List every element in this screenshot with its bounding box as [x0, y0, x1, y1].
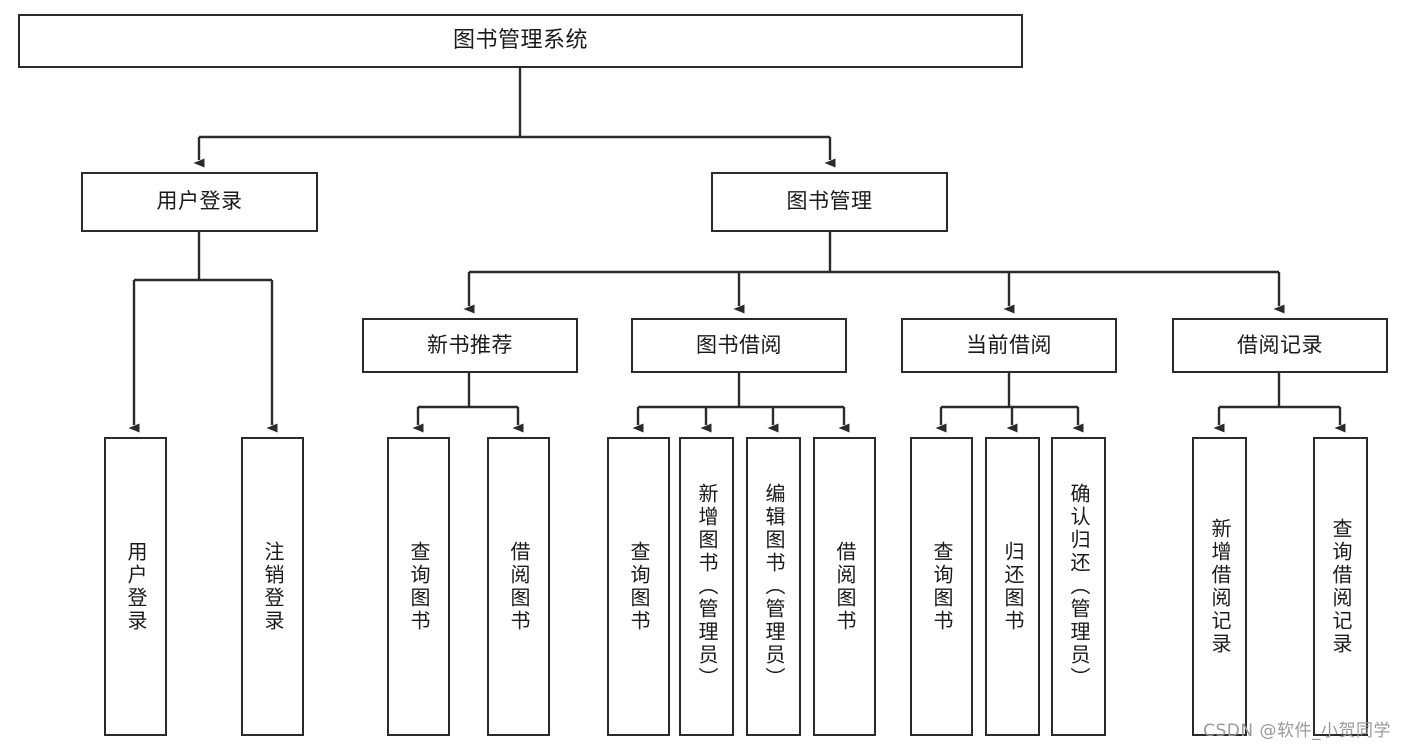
leaf-query-borrow-record[interactable]: 查询借阅记录 — [1313, 437, 1368, 736]
leaf-borrow-book-1[interactable]: 借阅图书 — [487, 437, 550, 736]
node-book-borrow-label: 图书借阅 — [696, 332, 782, 357]
node-root-label: 图书管理系统 — [452, 27, 588, 53]
node-root[interactable]: 图书管理系统 — [18, 14, 1023, 68]
leaf-query-borrow-record-label: 查询借阅记录 — [1329, 517, 1353, 656]
leaf-borrow-book-2[interactable]: 借阅图书 — [813, 437, 876, 736]
leaf-edit-book[interactable]: 编辑图书（管理员） — [746, 437, 801, 736]
leaf-add-book[interactable]: 新增图书（管理员） — [679, 437, 734, 736]
node-user-login[interactable]: 用户登录 — [81, 172, 318, 232]
leaf-user-logout-label: 注销登录 — [261, 540, 285, 633]
leaf-borrow-book-2-label: 借阅图书 — [833, 540, 857, 633]
leaf-return-book[interactable]: 归还图书 — [985, 437, 1040, 736]
node-new-book-recommend[interactable]: 新书推荐 — [362, 318, 578, 373]
leaf-borrow-book-1-label: 借阅图书 — [507, 540, 531, 633]
leaf-return-book-label: 归还图书 — [1001, 540, 1025, 633]
leaf-user-login-label: 用户登录 — [124, 540, 148, 633]
leaf-add-book-label: 新增图书（管理员） — [695, 483, 719, 690]
node-book-management-label: 图书管理 — [786, 189, 873, 214]
node-book-management[interactable]: 图书管理 — [711, 172, 948, 232]
node-current-borrow[interactable]: 当前借阅 — [901, 318, 1117, 373]
leaf-query-book-3-label: 查询图书 — [930, 540, 954, 633]
node-new-book-recommend-label: 新书推荐 — [427, 332, 513, 357]
leaf-query-book-1[interactable]: 查询图书 — [387, 437, 450, 736]
leaf-query-book-1-label: 查询图书 — [407, 540, 431, 633]
leaf-add-borrow-record[interactable]: 新增借阅记录 — [1192, 437, 1247, 736]
node-current-borrow-label: 当前借阅 — [966, 332, 1052, 357]
node-book-borrow[interactable]: 图书借阅 — [631, 318, 847, 373]
leaf-query-book-2[interactable]: 查询图书 — [607, 437, 670, 736]
leaf-add-borrow-record-label: 新增借阅记录 — [1208, 517, 1232, 656]
leaf-query-book-2-label: 查询图书 — [627, 540, 651, 633]
leaf-user-logout[interactable]: 注销登录 — [241, 437, 304, 736]
leaf-confirm-return[interactable]: 确认归还（管理员） — [1051, 437, 1106, 736]
node-borrow-records[interactable]: 借阅记录 — [1172, 318, 1388, 373]
leaf-edit-book-label: 编辑图书（管理员） — [762, 483, 786, 690]
node-borrow-records-label: 借阅记录 — [1237, 332, 1323, 357]
leaf-confirm-return-label: 确认归还（管理员） — [1067, 483, 1091, 690]
node-user-login-label: 用户登录 — [156, 189, 243, 214]
leaf-user-login[interactable]: 用户登录 — [104, 437, 167, 736]
leaf-query-book-3[interactable]: 查询图书 — [910, 437, 973, 736]
